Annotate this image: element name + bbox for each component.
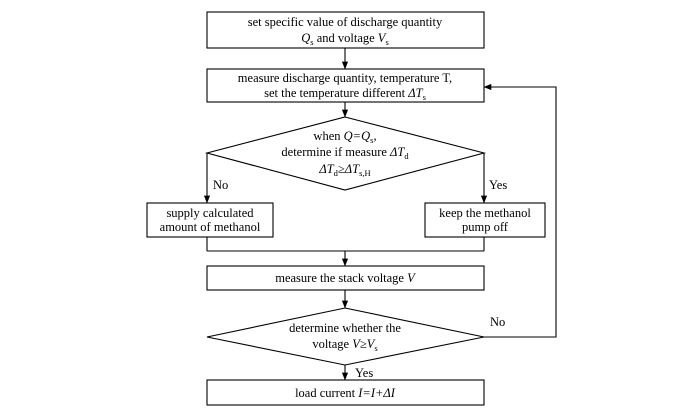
step1-box xyxy=(206,11,485,49)
pump-off-box xyxy=(424,202,546,238)
step2-line1: measure discharge quantity, temperature … xyxy=(238,71,452,85)
supply-methanol-box xyxy=(146,202,274,238)
final-yes-label: Yes xyxy=(355,366,373,380)
decision2-line2: voltage V≥Vs xyxy=(312,337,377,353)
loop-no-label: No xyxy=(490,315,505,329)
branch-yes-label: Yes xyxy=(489,178,507,192)
step2-line2: set the temperature different ΔTs xyxy=(264,86,426,102)
loop-back-no-arrow xyxy=(483,83,557,338)
step2-box xyxy=(206,68,485,103)
supply-methanol-line2: amount of methanol xyxy=(160,220,261,234)
step1-line2: Qs and voltage Vs xyxy=(301,31,389,47)
decision1-diamond xyxy=(204,116,487,191)
step4-text: load current I=I+ΔI xyxy=(295,386,396,400)
decision1-line3: ΔTd≥ΔTs,H xyxy=(318,162,370,178)
branch-no-label: No xyxy=(213,178,228,192)
supply-methanol-line1: supply calculated xyxy=(166,206,254,220)
step3-text: measure the stack voltage V xyxy=(275,271,416,285)
pump-off-line2: pump off xyxy=(462,220,509,234)
pump-off-line1: keep the methanol xyxy=(439,206,531,220)
step4-box xyxy=(206,379,485,406)
decision1-line2: determine if measure ΔTd xyxy=(281,145,409,161)
decision1-line1: when Q=Qs, xyxy=(313,129,376,145)
step1-line1: set specific value of discharge quantity xyxy=(248,15,443,29)
decision2-line1: determine whether the xyxy=(289,321,401,335)
